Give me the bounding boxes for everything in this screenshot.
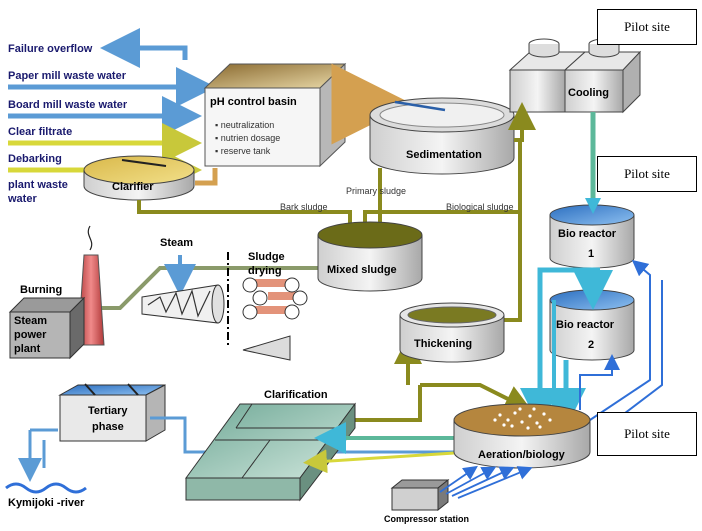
steam-power-plant <box>8 296 86 360</box>
label-clarification: Clarification <box>264 389 328 401</box>
label-water: water <box>7 193 37 205</box>
pilot-site-box-3: Pilot site <box>597 412 697 456</box>
label-plant-waste: plant waste <box>8 179 68 191</box>
clarifier-tank <box>83 155 195 201</box>
label-tertiary-1: Tertiary <box>88 405 128 417</box>
mixed-sludge-tank <box>317 221 423 292</box>
label-mixed-sludge: Mixed sludge <box>327 264 397 276</box>
return-line-2 <box>589 259 651 421</box>
air-lines <box>439 465 533 499</box>
aeration-tank <box>453 403 591 469</box>
sludge-drying-rollers <box>242 277 308 320</box>
pilot-site-box-1: Pilot site <box>597 9 697 45</box>
sludge-pipes <box>137 140 533 422</box>
label-river: Kymijoki -river <box>8 497 85 509</box>
label-cooling: Cooling <box>568 87 609 99</box>
label-steam-power-2: power <box>14 329 47 341</box>
bio1-to-aeration-flow <box>520 267 600 428</box>
label-compressor: Compressor station <box>384 514 469 524</box>
ph-item-3: ▪ reserve tank <box>215 146 271 156</box>
compressor-station <box>390 478 450 512</box>
label-biological-sludge: Biological sludge <box>446 202 514 212</box>
label-bio-reactor-2a: Bio reactor <box>556 319 615 331</box>
label-clear-filtrate: Clear filtrate <box>8 126 72 138</box>
label-aeration: Aeration/biology <box>478 449 566 461</box>
failure-overflow-arrow <box>100 28 188 68</box>
sedimentation-tank <box>369 97 515 175</box>
label-clarifier: Clarifier <box>112 181 154 193</box>
tertiary-phase-tank <box>58 383 166 442</box>
bio-reactor-2 <box>549 289 635 361</box>
label-steam-power-3: plant <box>14 343 41 355</box>
clarification-basin <box>185 402 356 502</box>
small-cone <box>242 335 291 361</box>
dryer-cone <box>141 284 225 324</box>
pilot-site-box-2: Pilot site <box>597 156 697 192</box>
label-bio-reactor-2b: 2 <box>588 339 594 351</box>
label-burning: Burning <box>20 284 62 296</box>
label-thickening: Thickening <box>414 338 472 350</box>
label-paper-mill: Paper mill waste water <box>8 70 127 82</box>
label-debarking: Debarking <box>8 153 62 165</box>
sedimentation-to-cooling-flow <box>508 102 536 142</box>
ph-item-2: ▪ nutrien dosage <box>215 133 280 143</box>
label-bio-reactor-1a: Bio reactor <box>558 228 617 240</box>
label-ph-basin: pH control basin <box>210 96 297 108</box>
return-line-1 <box>579 354 620 410</box>
label-board-mill: Board mill waste water <box>8 99 128 111</box>
cooling-unit <box>508 38 642 114</box>
label-sedimentation: Sedimentation <box>406 149 482 161</box>
thickening-tank <box>399 302 505 363</box>
ph-item-1: ▪ neutralization <box>215 120 274 130</box>
label-primary-sludge: Primary sludge <box>346 186 406 196</box>
label-bio-reactor-1b: 1 <box>588 248 594 260</box>
clarifier-to-basin-flow <box>195 168 218 186</box>
bio-reactor-1 <box>549 204 635 269</box>
label-sludge-drying-1: Sludge <box>248 251 285 263</box>
label-tertiary-2: phase <box>92 421 124 433</box>
label-steam: Steam <box>160 237 193 249</box>
label-bark-sludge: Bark sludge <box>280 202 328 212</box>
label-sludge-drying-2: drying <box>248 265 282 277</box>
label-failure-overflow: Failure overflow <box>8 43 93 55</box>
label-steam-power-1: Steam <box>14 315 47 327</box>
aeration-return-flow <box>303 449 471 474</box>
river-wave <box>5 482 87 494</box>
